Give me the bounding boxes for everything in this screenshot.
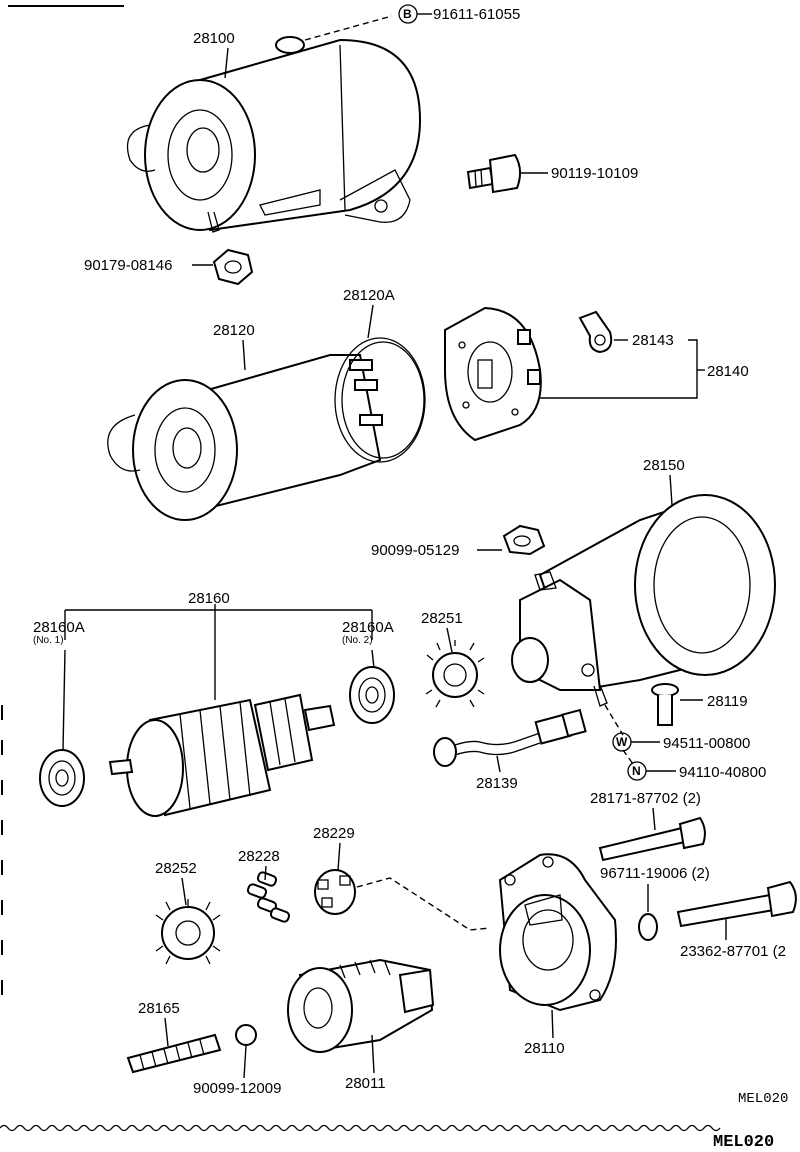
yoke-28120 <box>107 337 426 521</box>
starter-clutch-28011 <box>287 958 435 1053</box>
gear-28251 <box>425 640 485 708</box>
spring-28165 <box>126 1033 222 1074</box>
housing-28150 <box>511 494 776 707</box>
label-90119-10109: 90119-10109 <box>551 165 638 182</box>
code-small: MEL020 <box>738 1091 788 1107</box>
gear-28252 <box>155 899 221 965</box>
bolt-90119 <box>466 153 521 194</box>
label-28120: 28120 <box>213 322 255 339</box>
label-28252: 28252 <box>155 860 197 877</box>
label-28011: 28011 <box>345 1075 386 1092</box>
label-28160a-no2-sub: (No. 2) <box>342 635 373 646</box>
bearing-28160a-no1 <box>39 749 85 807</box>
label-28228: 28228 <box>238 848 280 865</box>
label-28165: 28165 <box>138 1000 180 1017</box>
brush-spring-28143 <box>578 310 613 354</box>
nut-90179 <box>212 248 254 286</box>
symbol-b: B <box>403 7 412 21</box>
brush-holder-28140 <box>444 306 542 442</box>
drive-housing-28110 <box>498 853 617 1012</box>
armature-28160 <box>108 693 336 817</box>
label-90099-12009: 90099-12009 <box>193 1080 281 1097</box>
label-90099-05129: 90099-05129 <box>371 542 459 559</box>
label-28160a-no1: 28160A <box>33 619 85 636</box>
label-28251: 28251 <box>421 610 463 627</box>
label-28143: 28143 <box>632 332 674 349</box>
label-28119: 28119 <box>707 693 748 710</box>
label-28100: 28100 <box>193 30 235 47</box>
ball-90099-12009 <box>235 1024 257 1046</box>
label-23362-87701: 23362-87701 (2 <box>680 943 786 960</box>
symbol-w: W <box>616 735 628 749</box>
retainer-28229 <box>314 869 356 915</box>
pin-28119 <box>651 683 679 726</box>
code-big: MEL020 <box>713 1133 774 1152</box>
label-28139: 28139 <box>476 775 518 792</box>
bottom-wavy-border <box>0 1124 721 1132</box>
symbol-n: N <box>632 764 641 778</box>
nut-90099-05129 <box>502 524 546 556</box>
label-94511-00800: 94511-00800 <box>663 735 750 752</box>
through-bolt-28171 <box>598 816 706 862</box>
label-28150: 28150 <box>643 457 685 474</box>
label-28160a-no1-sub: (No. 1) <box>33 635 64 646</box>
label-28120a: 28120A <box>343 287 395 304</box>
label-91611-61055: 91611-61055 <box>433 6 520 23</box>
label-96711-19006: 96711-19006 (2) <box>600 865 710 882</box>
label-94110-40800: 94110-40800 <box>679 764 766 781</box>
starter-assembly-28100 <box>126 15 422 233</box>
label-28160a-no2: 28160A <box>342 619 394 636</box>
label-28110: 28110 <box>524 1040 565 1057</box>
label-28160: 28160 <box>188 590 230 607</box>
bearing-28160a-no2 <box>349 666 395 724</box>
rollers-28228 <box>246 871 291 923</box>
label-28171-87702: 28171-87702 (2) <box>590 790 701 807</box>
bolt-23362 <box>676 880 797 928</box>
label-90179-08146: 90179-08146 <box>84 257 172 274</box>
lead-wire-28139 <box>433 708 587 767</box>
label-28229: 28229 <box>313 825 355 842</box>
label-28140: 28140 <box>707 363 749 380</box>
washer-96711 <box>638 913 658 941</box>
